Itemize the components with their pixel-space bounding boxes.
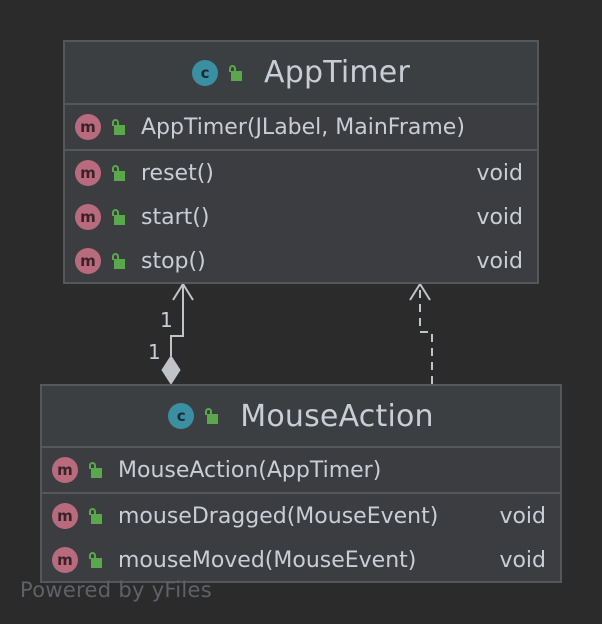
- methods-section: m reset() void m start() void m stop() v…: [65, 151, 537, 283]
- method-icon: m: [75, 248, 101, 274]
- composition-arrowhead: [172, 282, 194, 301]
- method-signature: stop(): [141, 248, 206, 274]
- method-signature: start(): [141, 204, 210, 230]
- method-signature: mouseDragged(MouseEvent): [118, 503, 439, 529]
- public-lock-icon: [111, 253, 125, 269]
- dependency-line: [419, 284, 433, 384]
- class-mouseaction-header: c MouseAction: [42, 386, 560, 448]
- method-item-start[interactable]: m start() void: [65, 195, 537, 239]
- constructor-item[interactable]: m MouseAction(AppTimer): [42, 448, 560, 492]
- method-icon: m: [75, 114, 101, 140]
- method-icon: m: [52, 503, 78, 529]
- public-lock-icon: [88, 552, 102, 568]
- method-signature: mouseMoved(MouseEvent): [118, 547, 417, 573]
- method-icon: m: [75, 160, 101, 186]
- public-lock-icon: [228, 64, 243, 81]
- public-lock-icon: [88, 508, 102, 524]
- class-icon: c: [168, 403, 195, 429]
- method-return-type: void: [499, 503, 546, 529]
- public-lock-icon: [111, 209, 125, 225]
- class-icon: c: [192, 59, 219, 86]
- composition-line: [170, 284, 184, 356]
- method-item-reset[interactable]: m reset() void: [65, 151, 537, 195]
- class-apptimer-name: AppTimer: [264, 55, 410, 90]
- class-apptimer[interactable]: c AppTimer m AppTimer(JLabel, MainFrame)…: [63, 40, 539, 284]
- constructor-signature: AppTimer(JLabel, MainFrame): [141, 114, 465, 140]
- public-lock-icon: [88, 462, 102, 478]
- method-item-stop[interactable]: m stop() void: [65, 239, 537, 283]
- public-lock-icon: [111, 119, 125, 135]
- constructor-signature: MouseAction(AppTimer): [118, 457, 382, 483]
- public-lock-icon: [204, 408, 219, 424]
- method-icon: m: [52, 547, 78, 573]
- method-item-mousemoved[interactable]: m mouseMoved(MouseEvent) void: [42, 538, 560, 582]
- dependency-arrowhead: [409, 282, 431, 301]
- method-item-mousedragged[interactable]: m mouseDragged(MouseEvent) void: [42, 494, 560, 538]
- public-lock-icon: [111, 165, 125, 181]
- class-mouseaction-name: MouseAction: [240, 398, 434, 434]
- composition-diamond: [161, 355, 181, 385]
- method-icon: m: [52, 457, 78, 483]
- method-return-type: void: [476, 204, 523, 230]
- class-mouseaction[interactable]: c MouseAction m MouseAction(AppTimer) m …: [40, 384, 562, 583]
- method-return-type: void: [476, 248, 523, 274]
- constructor-item[interactable]: m AppTimer(JLabel, MainFrame): [65, 105, 537, 149]
- constructor-section: m AppTimer(JLabel, MainFrame): [65, 105, 537, 151]
- multiplicity-source: 1: [148, 340, 161, 364]
- method-return-type: void: [476, 160, 523, 186]
- method-icon: m: [75, 204, 101, 230]
- constructor-section: m MouseAction(AppTimer): [42, 448, 560, 494]
- class-apptimer-header: c AppTimer: [65, 42, 537, 105]
- method-signature: reset(): [141, 160, 214, 186]
- footer-watermark: Powered by yFiles: [20, 578, 212, 602]
- multiplicity-target: 1: [160, 308, 173, 332]
- method-return-type: void: [499, 547, 546, 573]
- methods-section: m mouseDragged(MouseEvent) void m mouseM…: [42, 494, 560, 582]
